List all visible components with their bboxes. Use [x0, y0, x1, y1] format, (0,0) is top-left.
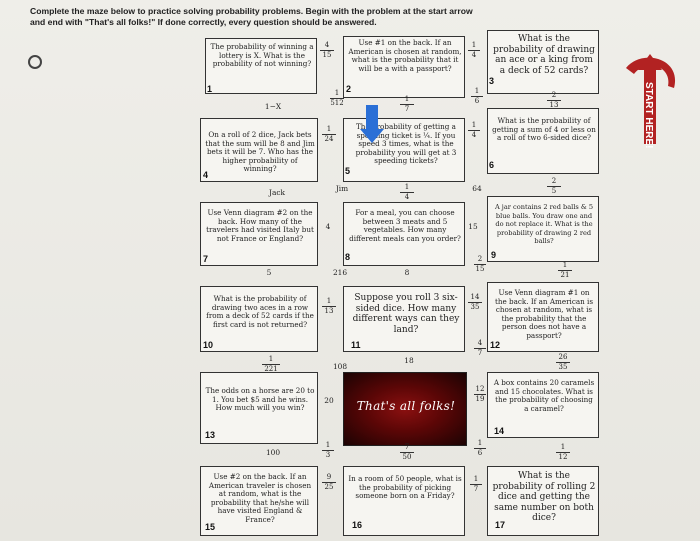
- problem-text: Use Venn diagram #1 on the back. If an A…: [494, 288, 594, 340]
- problem-box-1: The probability of winning a lottery is …: [205, 38, 317, 94]
- problem-text: A box contains 20 caramels and 15 chocol…: [493, 378, 595, 413]
- problem-box-12: Use Venn diagram #1 on the back. If an A…: [487, 282, 599, 352]
- problem-text: In a room of 50 people, what is the prob…: [348, 474, 462, 501]
- problem-box-2: Use #1 on the back. If an American is ch…: [343, 36, 465, 98]
- problem-box-13: The odds on a horse are 20 to 1. You bet…: [200, 372, 318, 444]
- answer-label: 216: [332, 268, 348, 277]
- problem-box-10: What is the probability of drawing two a…: [200, 286, 318, 352]
- problem-text: What is the probability of getting a sum…: [492, 116, 596, 143]
- answer-label: 15: [468, 222, 478, 231]
- start-arrow-icon: [626, 54, 676, 144]
- problem-box-3: What is the probability of drawing an ac…: [487, 30, 599, 94]
- problem-text: The odds on a horse are 20 to 1. You bet…: [205, 386, 315, 413]
- answer-label: 64: [472, 184, 482, 193]
- problem-box-8: For a meal, you can choose between 3 mea…: [343, 202, 465, 266]
- problem-box-14: A box contains 20 caramels and 15 chocol…: [487, 372, 599, 438]
- problem-number: 9: [491, 250, 497, 260]
- answer-label: 108: [332, 362, 348, 371]
- problem-number: 14: [494, 426, 505, 436]
- problem-number: 1: [207, 84, 213, 94]
- problem-number: 2: [346, 84, 352, 94]
- problem-text: What is the probability of drawing an ac…: [493, 34, 595, 76]
- problem-box-7: Use Venn diagram #2 on the back. How man…: [200, 202, 318, 266]
- problem-text: Use Venn diagram #2 on the back. How man…: [206, 208, 314, 243]
- answer-label: 20: [324, 396, 334, 405]
- problem-number: 15: [205, 522, 216, 532]
- problem-text: What is the probability of rolling 2 dic…: [492, 471, 596, 523]
- problem-number: 3: [489, 76, 495, 86]
- problem-text: What is the probability of drawing two a…: [206, 294, 314, 329]
- problem-number: 11: [351, 340, 361, 350]
- problem-box-4: On a roll of 2 dice, Jack bets that the …: [200, 118, 318, 182]
- problem-text: Use #1 on the back. If an American is ch…: [348, 38, 462, 73]
- problem-text: Use #2 on the back. If an American trave…: [208, 472, 312, 524]
- problem-box-11: Suppose you roll 3 six-sided dice. How m…: [343, 286, 465, 352]
- instructions: Complete the maze below to practice solv…: [30, 6, 473, 27]
- problem-number: 6: [489, 160, 495, 170]
- problem-box-6: What is the probability of getting a sum…: [487, 108, 599, 174]
- problem-number: 16: [352, 520, 363, 530]
- problem-number: 12: [490, 340, 501, 350]
- answer-label: 5: [266, 268, 272, 277]
- problem-number: 10: [203, 340, 214, 350]
- problem-text: On a roll of 2 dice, Jack bets that the …: [205, 130, 315, 174]
- problem-box-16: In a room of 50 people, what is the prob…: [343, 466, 465, 536]
- problem-box-17: What is the probability of rolling 2 dic…: [487, 466, 599, 536]
- answer-label: 1−X: [264, 102, 282, 111]
- answer-label: 8: [404, 268, 410, 277]
- problem-number: 4: [203, 170, 209, 180]
- problem-text: A jar contains 2 red balls & 5 blue ball…: [494, 203, 594, 246]
- finish-box: That's all folks!: [343, 372, 467, 446]
- finish-label: That's all folks!: [356, 399, 456, 413]
- answer-label: 100: [265, 448, 281, 457]
- problem-number: 13: [205, 430, 216, 440]
- answer-label: 18: [404, 356, 414, 365]
- problem-box-5: The probability of getting a speeding ti…: [343, 118, 465, 182]
- answer-label: Jim: [335, 184, 349, 193]
- start-circle-icon: [28, 55, 42, 69]
- problem-number: 5: [345, 166, 351, 176]
- problem-text: For a meal, you can choose between 3 mea…: [349, 208, 461, 243]
- start-label: START HERE!: [643, 81, 654, 149]
- problem-text: The probability of winning a lottery is …: [210, 42, 314, 69]
- problem-text: Suppose you roll 3 six-sided dice. How m…: [352, 293, 460, 335]
- problem-number: 8: [345, 252, 351, 262]
- problem-text: The probability of getting a speeding ti…: [355, 122, 457, 166]
- problem-box-15: Use #2 on the back. If an American trave…: [200, 466, 318, 536]
- problem-number: 17: [495, 520, 506, 530]
- answer-label: 4: [325, 222, 331, 231]
- problem-number: 7: [203, 254, 209, 264]
- blue-arrow-icon: [360, 105, 384, 143]
- answer-label: Jack: [269, 188, 285, 197]
- problem-box-9: A jar contains 2 red balls & 5 blue ball…: [487, 196, 599, 262]
